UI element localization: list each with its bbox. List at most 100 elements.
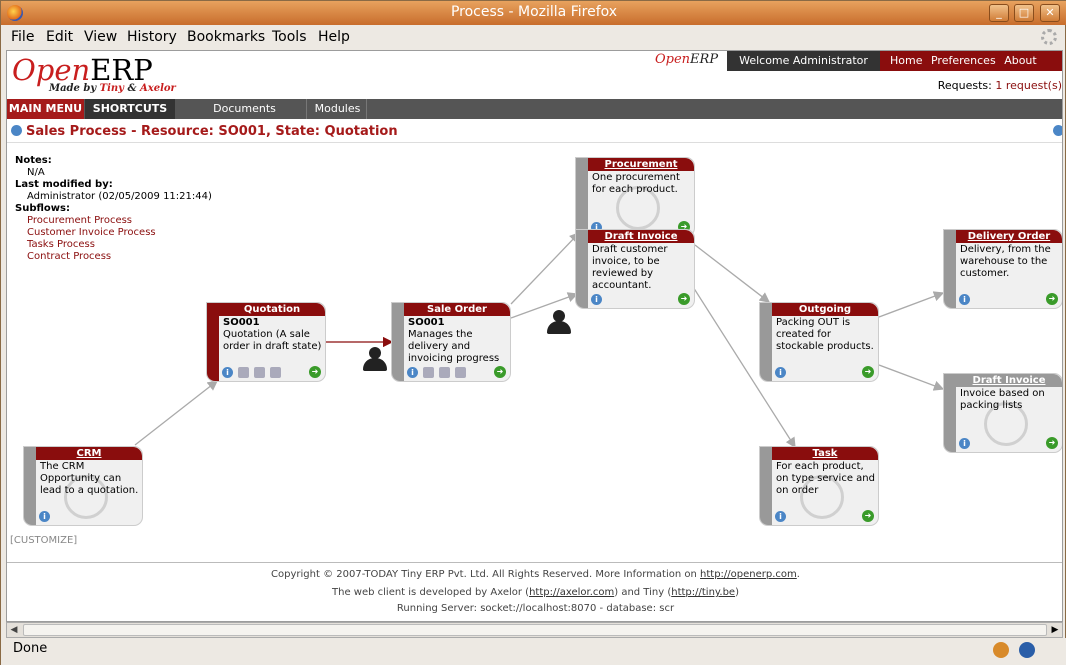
node-title[interactable]: CRM — [36, 447, 142, 460]
folder-icon[interactable] — [238, 367, 249, 378]
go-icon[interactable]: ➜ — [862, 366, 874, 378]
scroll-left-icon[interactable]: ◀ — [10, 625, 18, 635]
node-text: Draft customer invoice, to be reviewed b… — [592, 244, 668, 291]
node-bar — [392, 303, 404, 381]
help-icon[interactable] — [1053, 125, 1062, 136]
node-quotation[interactable]: Quotation SO001 Quotation (A sale order … — [206, 302, 326, 382]
notes-value: N/A — [27, 167, 45, 178]
info-icon[interactable]: i — [591, 294, 602, 305]
customize-link[interactable]: [CUSTOMIZE] — [10, 535, 78, 546]
close-button[interactable]: ✕ — [1040, 4, 1060, 22]
window-title: Process - Mozilla Firefox — [450, 4, 618, 20]
node-title: Sale Order — [404, 303, 510, 316]
node-title[interactable]: Procurement — [588, 158, 694, 171]
node-procurement[interactable]: Procurement One procurement for each pro… — [575, 157, 695, 237]
node-task[interactable]: Task For each product, on type service a… — [759, 446, 879, 526]
node-delivery-order[interactable]: Delivery Order Delivery, from the wareho… — [943, 229, 1062, 309]
node-body: SO001 Manages the delivery and invoicing… — [408, 317, 508, 365]
menu-file[interactable]: File — [11, 29, 35, 45]
go-icon[interactable]: ➜ — [1046, 437, 1058, 449]
shortcut-documents-dashboard[interactable]: Documents dashboard — [183, 99, 307, 135]
minimize-button[interactable]: _ — [989, 4, 1009, 22]
shortcuts-tab[interactable]: SHORTCUTS — [85, 99, 175, 119]
network-icon[interactable] — [1019, 642, 1035, 658]
user-icon — [547, 310, 571, 334]
scroll-thumb[interactable] — [23, 624, 1047, 636]
gears-icon[interactable] — [270, 367, 281, 378]
about-link[interactable]: About — [1004, 54, 1037, 67]
node-bar — [944, 230, 956, 308]
info-icon[interactable]: i — [959, 294, 970, 305]
info-icon[interactable]: i — [39, 511, 50, 522]
tiny-link[interactable]: http://tiny.be — [671, 587, 736, 598]
requests-info: Requests: 1 request(s) — [937, 79, 1062, 92]
cycle-icon — [64, 475, 108, 519]
node-body: SO001 Quotation (A sale order in draft s… — [223, 317, 323, 353]
home-link[interactable]: Home — [890, 54, 923, 67]
go-icon[interactable]: ➜ — [1046, 293, 1058, 305]
menu-bookmarks[interactable]: Bookmarks — [187, 29, 266, 45]
openerp-logo[interactable]: OpenERP — [12, 53, 153, 87]
menu-tools[interactable]: Tools — [272, 29, 307, 45]
preferences-link[interactable]: Preferences — [930, 54, 996, 67]
node-draft-invoice[interactable]: Draft Invoice Draft customer invoice, to… — [575, 229, 695, 309]
main-menu-tab[interactable]: MAIN MENU — [7, 99, 84, 119]
wire-draftinvoice-outgoing — [694, 244, 771, 303]
subflow-tasks[interactable]: Tasks Process — [27, 239, 95, 250]
info-icon[interactable]: i — [222, 367, 233, 378]
node-bar — [24, 447, 36, 525]
print-icon[interactable] — [254, 367, 265, 378]
axelor-link[interactable]: http://axelor.com — [529, 587, 615, 598]
gears-icon[interactable] — [455, 367, 466, 378]
folder-icon[interactable] — [423, 367, 434, 378]
scroll-right-icon[interactable]: ▶ — [1051, 625, 1059, 635]
node-sale-order[interactable]: Sale Order SO001 Manages the delivery an… — [391, 302, 511, 382]
info-icon[interactable]: i — [959, 438, 970, 449]
logout-link[interactable]: Logout — [890, 74, 928, 87]
print-icon[interactable] — [439, 367, 450, 378]
info-icon[interactable]: i — [407, 367, 418, 378]
modified-label: Last modified by: — [15, 179, 113, 190]
node-bar — [576, 230, 588, 308]
node-outgoing[interactable]: Outgoing Packing OUT is created for stoc… — [759, 302, 879, 382]
requests-link[interactable]: 1 request(s) — [995, 79, 1062, 92]
page-content: OpenERP Made by Tiny & Axelor OpenERP We… — [6, 50, 1063, 622]
top-links: Home Preferences About Logout — [880, 51, 1062, 87]
menu-edit[interactable]: Edit — [46, 29, 74, 45]
horizontal-scrollbar[interactable]: ◀ ▶ — [6, 622, 1063, 638]
cycle-icon — [616, 186, 660, 230]
subflows-label: Subflows: — [15, 203, 70, 214]
subflow-customer-invoice[interactable]: Customer Invoice Process — [27, 227, 156, 238]
openerp-link[interactable]: http://openerp.com — [700, 569, 797, 580]
node-draft-invoice-packing[interactable]: Draft Invoice Invoice based on packing l… — [943, 373, 1062, 453]
maximize-button[interactable]: □ — [1014, 4, 1034, 22]
menu-view[interactable]: View — [84, 29, 118, 45]
info-icon[interactable]: i — [591, 222, 602, 233]
menu-bar: File Edit View History Bookmarks Tools H… — [1, 25, 1066, 49]
status-text: Done — [13, 641, 48, 656]
node-title[interactable]: Task — [772, 447, 878, 460]
info-icon[interactable]: i — [775, 511, 786, 522]
node-crm[interactable]: CRM The CRM Opportunity can lead to a qu… — [23, 446, 143, 526]
wire-saleorder-draftinvoice — [510, 292, 579, 319]
node-title[interactable]: Draft Invoice — [956, 374, 1062, 387]
node-text: For each product, on type service and on… — [776, 461, 875, 496]
shortcut-modules[interactable]: Modules — [309, 99, 367, 119]
subflow-contract[interactable]: Contract Process — [27, 251, 112, 262]
menu-help[interactable]: Help — [318, 29, 350, 45]
node-bar — [760, 447, 772, 525]
go-icon[interactable]: ➜ — [678, 293, 690, 305]
node-text: Manages the delivery and invoicing progr… — [408, 329, 500, 364]
footer-copyright: Copyright © 2007-TODAY Tiny ERP Pvt. Ltd… — [271, 569, 800, 580]
node-title[interactable]: Draft Invoice — [588, 230, 694, 243]
node-ref: SO001 — [408, 317, 445, 328]
firebug-icon[interactable] — [993, 642, 1009, 658]
menu-history[interactable]: History — [127, 29, 177, 45]
reload-icon[interactable] — [11, 125, 22, 136]
go-icon[interactable]: ➜ — [309, 366, 321, 378]
go-icon[interactable]: ➜ — [494, 366, 506, 378]
subflow-procurement[interactable]: Procurement Process — [27, 215, 133, 226]
info-icon[interactable]: i — [775, 367, 786, 378]
go-icon[interactable]: ➜ — [862, 510, 874, 522]
node-title[interactable]: Delivery Order — [956, 230, 1062, 243]
